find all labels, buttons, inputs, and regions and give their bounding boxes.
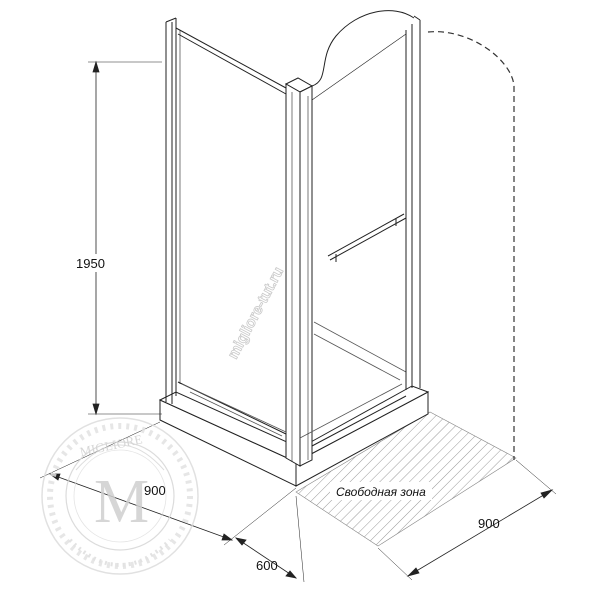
center-post [284,77,314,467]
door-handle [327,213,407,262]
dimension-right-width-label: 900 [478,516,500,531]
side-panel [165,17,287,435]
watermark-brand: MIGLIORE [78,431,143,459]
watermark-url: migliore-tut.ru [225,264,288,362]
migliore-watermark-seal: MIGLIORE M [41,417,199,575]
tray-recess [181,321,407,439]
free-zone-area [295,411,517,547]
watermark-monogram: M [94,468,149,536]
door-swing-outline [427,31,515,460]
free-zone-label-box [330,482,432,500]
dimension-height-label: 1950 [76,256,105,271]
dimension-depth-left-label: 900 [144,483,166,498]
dimension-door-width-label: 600 [256,558,278,573]
dimension-right-width [377,459,557,581]
free-zone-label: Свободная зона [336,485,426,499]
hinged-door [307,10,421,460]
dimension-door-width [234,495,305,583]
dimension-height [88,60,162,416]
